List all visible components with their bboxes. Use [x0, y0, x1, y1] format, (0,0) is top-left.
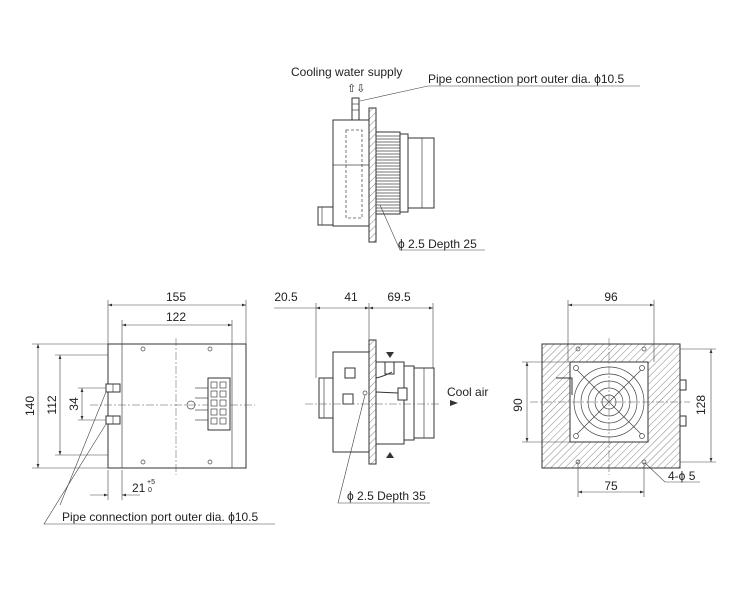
- hole-label-side: ϕ 2.5 Depth 35: [347, 489, 426, 503]
- holes-leader: [644, 462, 700, 483]
- dim-140: 140: [23, 396, 37, 416]
- cool-air-label: Cool air: [447, 385, 488, 399]
- connector-block: [317, 206, 334, 226]
- hole-leader-top: [379, 204, 485, 251]
- holes-label: 4-ϕ 5: [668, 469, 696, 483]
- water-flow-arrows-icon: ⇧⇩: [347, 83, 365, 95]
- side-heat-sink: [375, 361, 405, 445]
- dim-21-tol-lower: 0: [148, 487, 152, 494]
- cold-plate-body: [332, 119, 370, 227]
- hole-label-top: ϕ 2.5 Depth 25: [398, 237, 477, 251]
- pipe-port-label-top: Pipe connection port outer dia. ϕ10.5: [428, 72, 625, 86]
- side-view: Cool air 20.5 41 69.5 ϕ 2.5 Depth 35: [274, 290, 488, 504]
- heat-sink: [375, 131, 401, 215]
- dim-155: 155: [166, 290, 186, 304]
- hole-leader-side: [337, 394, 430, 504]
- terminal-screw: [219, 408, 227, 416]
- dim-34: 34: [67, 397, 81, 411]
- cool-air-arrow-icon: [450, 400, 458, 406]
- dim-21: 21: [132, 481, 146, 495]
- pipe-port-leader-front: [43, 423, 275, 525]
- cooling-water-label: Cooling water supply: [291, 65, 402, 79]
- dim-41: 41: [344, 290, 358, 304]
- dim-122: 122: [166, 310, 186, 324]
- mounting-plate: [368, 107, 377, 243]
- airflow-arrow-down-icon: [386, 352, 394, 358]
- side-connector: [318, 377, 334, 419]
- dim-69-5: 69.5: [387, 290, 411, 304]
- fan-housing: [407, 137, 435, 209]
- airflow-arrow-up-icon: [386, 452, 394, 458]
- terminal-screw: [210, 381, 218, 389]
- dim-90: 90: [511, 398, 525, 412]
- rear-view: 96 90 128 75 4-ϕ 5: [511, 290, 716, 497]
- pipe-stub: [351, 97, 360, 121]
- dim-21-tol-upper: +5: [147, 479, 155, 486]
- dim-96: 96: [604, 290, 618, 304]
- dim-128: 128: [694, 395, 708, 415]
- terminal-screw: [210, 417, 218, 425]
- pipe-port-label-front: Pipe connection port outer dia. ϕ10.5: [62, 510, 259, 524]
- pipe-port-leader: [359, 85, 640, 102]
- terminal-screw: [210, 390, 218, 398]
- top-view: Cooling water supply ⇧⇩ Pipe connection …: [291, 65, 640, 251]
- dim-112: 112: [45, 395, 59, 414]
- dim-75: 75: [604, 479, 618, 493]
- dim-20-5: 20.5: [274, 290, 298, 304]
- side-plate: [368, 339, 377, 465]
- front-view: 155 122 140 112 34 21 +5 0 Pipe connecti…: [23, 290, 275, 525]
- terminal-screw: [210, 408, 218, 416]
- terminal-screw: [219, 417, 227, 425]
- terminal-screw: [219, 399, 227, 407]
- terminal-screw: [219, 390, 227, 398]
- terminal-screw: [210, 399, 218, 407]
- terminal-screw: [219, 381, 227, 389]
